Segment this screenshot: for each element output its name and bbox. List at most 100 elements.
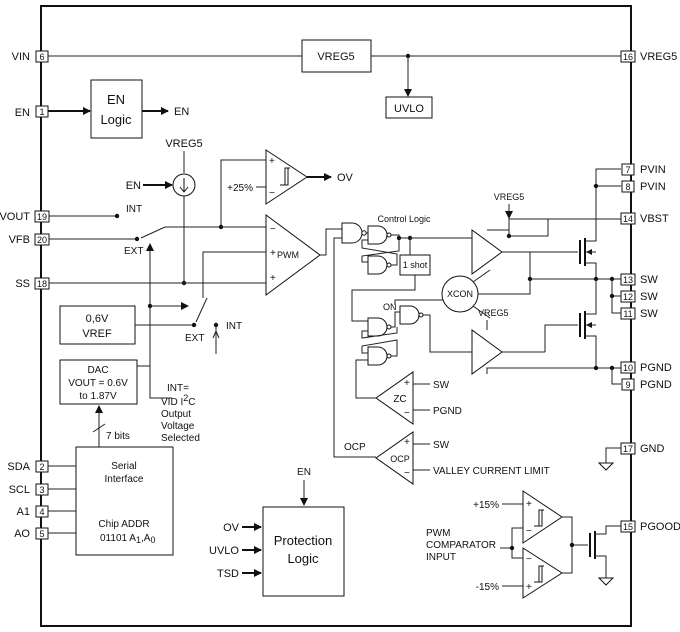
svg-text:+: + xyxy=(270,273,276,284)
ext-top-label: EXT xyxy=(124,246,143,257)
protection-label: Protection xyxy=(274,533,333,548)
pin-label: GND xyxy=(640,443,665,455)
pin-number: 1 xyxy=(39,107,44,117)
pin-a1: A1 4 xyxy=(17,505,49,518)
uvlo-label: UVLO xyxy=(394,103,424,115)
svg-text:−: − xyxy=(404,468,410,479)
pin-ao: AO 5 xyxy=(14,527,49,540)
svg-text:+: + xyxy=(270,248,276,259)
valley-current-limit-label: VALLEY CURRENT LIMIT xyxy=(433,466,550,477)
pin-label: AO xyxy=(14,528,30,540)
en-output-label: EN xyxy=(174,106,189,118)
on-label: ON xyxy=(383,302,397,312)
svg-text:INT=: INT= xyxy=(167,383,189,394)
soft-start-current-source: VREG5 EN xyxy=(126,138,203,286)
ocp-left-label: OCP xyxy=(344,442,366,453)
control-logic-label: Control Logic xyxy=(377,214,431,224)
pin-label: VFB xyxy=(9,234,30,246)
en-control-label: EN xyxy=(126,180,141,192)
pin-pgnd-9: 9 PGND xyxy=(621,378,672,391)
svg-text:−: − xyxy=(269,188,275,199)
pin-label: VREG5 xyxy=(640,51,677,63)
pin-label: SW xyxy=(640,308,658,320)
zc-label: ZC xyxy=(393,394,406,405)
pin-vin: VIN 6 xyxy=(12,50,49,63)
ov-output-label: OV xyxy=(337,172,354,184)
serial-label: Interface xyxy=(105,474,144,485)
en-logic-block: EN Logic EN xyxy=(48,79,189,139)
pin-vbst: 14 VBST xyxy=(620,212,669,225)
pin-label: EN xyxy=(15,107,30,119)
pwm-comparator-input-label: PWM xyxy=(426,528,450,539)
pin-number: 19 xyxy=(37,212,47,222)
pin-number: 6 xyxy=(39,52,44,62)
pin-label: VIN xyxy=(12,51,30,63)
svg-text:−: − xyxy=(404,408,410,419)
plus25-label: +25% xyxy=(227,183,253,194)
low-side-mosfet xyxy=(578,300,621,385)
pin-number: 8 xyxy=(625,182,630,192)
tsd-input-label: TSD xyxy=(217,568,239,580)
dac-block: DAC VOUT = 0.6V to 1.87V 7 bits xyxy=(59,359,150,447)
xcon-label: XCON xyxy=(447,289,473,299)
svg-text:+: + xyxy=(526,499,532,510)
pin-sw-11: 11 SW xyxy=(620,307,658,320)
dac-label: to 1.87V xyxy=(79,391,117,402)
svg-text:+: + xyxy=(269,156,275,167)
pin-number: 5 xyxy=(39,529,44,539)
vref-label: VREF xyxy=(82,328,112,340)
pin-vreg5: 16 VREG5 xyxy=(620,50,677,63)
ov-comparator: + − +25% OV xyxy=(220,149,354,227)
high-side-mosfet xyxy=(579,168,621,279)
svg-text:−: − xyxy=(526,554,532,565)
pin-label: PVIN xyxy=(640,181,666,193)
serial-interface-block: Serial Interface Chip ADDR 01101 A1,A0 xyxy=(48,446,174,556)
zc-pgnd-label: PGND xyxy=(433,406,462,417)
gnd-symbol xyxy=(597,447,621,471)
pin-number: 14 xyxy=(623,214,633,224)
dac-label: VOUT = 0.6V xyxy=(68,378,128,389)
ocp-label: OCP xyxy=(390,454,410,464)
zc-comparator: + − ZC SW PGND xyxy=(375,371,462,425)
ext-mid-label: EXT xyxy=(185,333,204,344)
vreg5-source-label: VREG5 xyxy=(165,138,202,150)
pwm-comparator-input-label: INPUT xyxy=(426,552,456,563)
pin-sw-12: 12 SW xyxy=(620,290,658,303)
svg-text:+: + xyxy=(526,582,532,593)
pin-number: 17 xyxy=(623,444,633,454)
pin-number: 3 xyxy=(39,485,44,495)
serial-label: Serial xyxy=(111,461,137,472)
pin-label: SS xyxy=(15,278,30,290)
pin-label: PVIN xyxy=(640,164,666,176)
bits-label: 7 bits xyxy=(106,431,130,442)
vreg5-regulator: VREG5 xyxy=(48,39,621,97)
pin-number: 13 xyxy=(623,275,633,285)
pin-label: SW xyxy=(640,274,658,286)
pin-label: VOUT xyxy=(0,211,30,223)
plus15-label: +15% xyxy=(473,500,499,511)
one-shot-label: 1 shot xyxy=(403,260,428,270)
vref-label: 0,6V xyxy=(86,313,109,325)
int-mid-label: INT xyxy=(226,321,242,332)
vreg5-ls-label: VREG5 xyxy=(478,308,509,318)
chip-addr-label: Chip ADDR xyxy=(98,519,149,530)
pwm-comparator-input-label: COMPARATOR xyxy=(426,540,496,551)
vreg5-hs-label: VREG5 xyxy=(494,192,525,202)
pin-number: 12 xyxy=(623,292,633,302)
ov-input-label: OV xyxy=(223,522,240,534)
svg-text:Output: Output xyxy=(161,409,191,420)
pin-label: PGND xyxy=(640,379,672,391)
pin-number: 4 xyxy=(39,507,44,517)
ocp-comparator: + − OCP SW VALLEY CURRENT LIMIT OCP xyxy=(344,431,550,485)
pin-pvin-7: 7 PVIN xyxy=(621,163,666,176)
zc-sw-label: SW xyxy=(433,380,450,391)
int-note: INT= VID I2C Output Voltage Selected xyxy=(161,383,200,444)
feedback-mux: INT EXT xyxy=(49,204,266,306)
svg-text:+: + xyxy=(404,437,410,448)
sw-node xyxy=(530,276,621,314)
dac-label: DAC xyxy=(87,365,108,376)
pgood-mosfet xyxy=(589,525,621,586)
uvlo-input-label: UVLO xyxy=(209,545,239,557)
pin-label: SCL xyxy=(9,484,30,496)
